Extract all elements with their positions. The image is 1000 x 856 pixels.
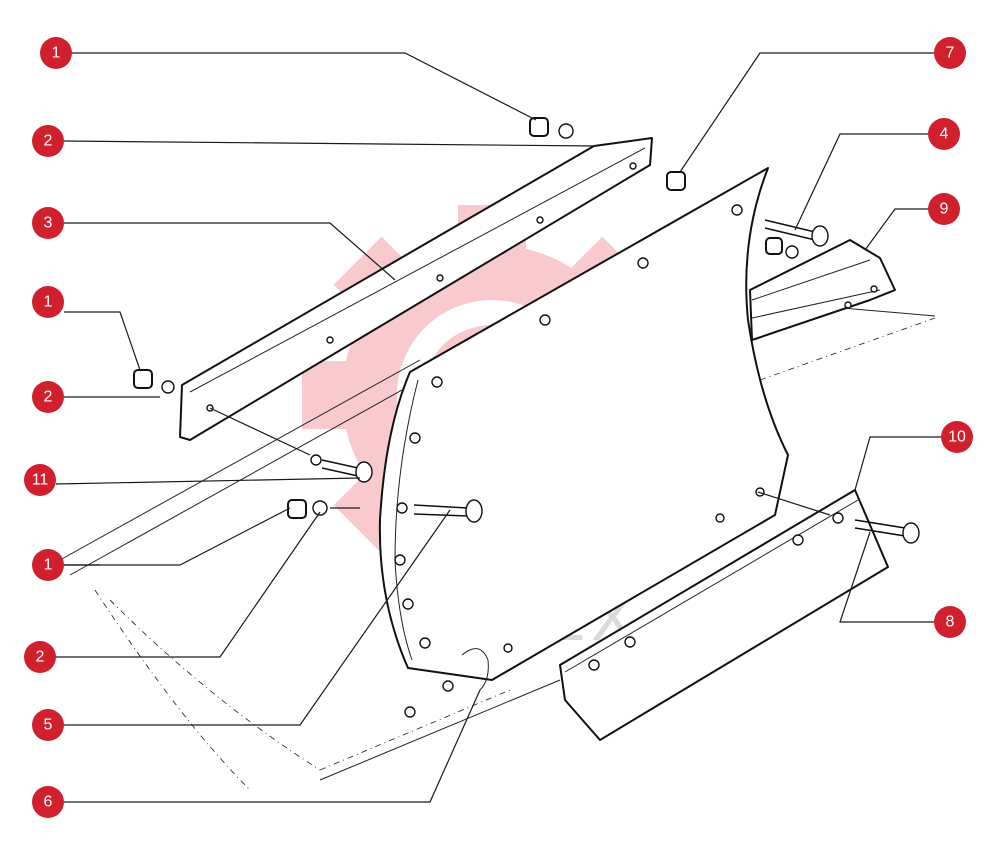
callout-2: 2 — [32, 125, 64, 157]
callout-15: 8 — [934, 606, 966, 638]
lower-blade-part — [559, 489, 889, 741]
svg-text:3: 3 — [44, 215, 53, 232]
svg-text:6: 6 — [44, 794, 53, 811]
svg-text:1: 1 — [44, 294, 53, 311]
svg-text:2: 2 — [36, 649, 45, 666]
callout-badges: 1 2 3 1 2 11 1 2 5 6 7 4 9 10 8 — [24, 37, 973, 818]
svg-text:9: 9 — [940, 201, 949, 218]
svg-text:7: 7 — [946, 45, 955, 62]
svg-text:4: 4 — [940, 126, 949, 143]
svg-text:1: 1 — [52, 45, 61, 62]
callout-5: 2 — [32, 381, 64, 413]
svg-text:1: 1 — [44, 557, 53, 574]
svg-text:11: 11 — [32, 472, 49, 489]
frame-outline — [59, 249, 936, 791]
svg-text:10: 10 — [948, 429, 966, 446]
callout-6: 11 — [24, 464, 56, 496]
callout-3: 3 — [32, 207, 64, 239]
callout-1: 1 — [40, 37, 72, 69]
bolt-parts — [321, 219, 920, 544]
callout-14: 10 — [941, 421, 973, 453]
callout-7: 1 — [32, 549, 64, 581]
callout-9: 5 — [32, 709, 64, 741]
callout-13: 9 — [928, 193, 960, 225]
svg-text:2: 2 — [44, 389, 53, 406]
moldboard-panel-part — [378, 167, 789, 718]
callout-11: 7 — [934, 37, 966, 69]
svg-text:2: 2 — [44, 133, 53, 150]
callout-12: 4 — [928, 118, 960, 150]
callout-4: 1 — [32, 286, 64, 318]
leader-lines — [55, 52, 941, 803]
nut-washer-parts — [133, 117, 799, 519]
right-rail-part — [749, 239, 896, 341]
callout-8: 2 — [24, 641, 56, 673]
svg-text:5: 5 — [44, 717, 53, 734]
svg-text:8: 8 — [946, 614, 955, 631]
callout-10: 6 — [32, 786, 64, 818]
